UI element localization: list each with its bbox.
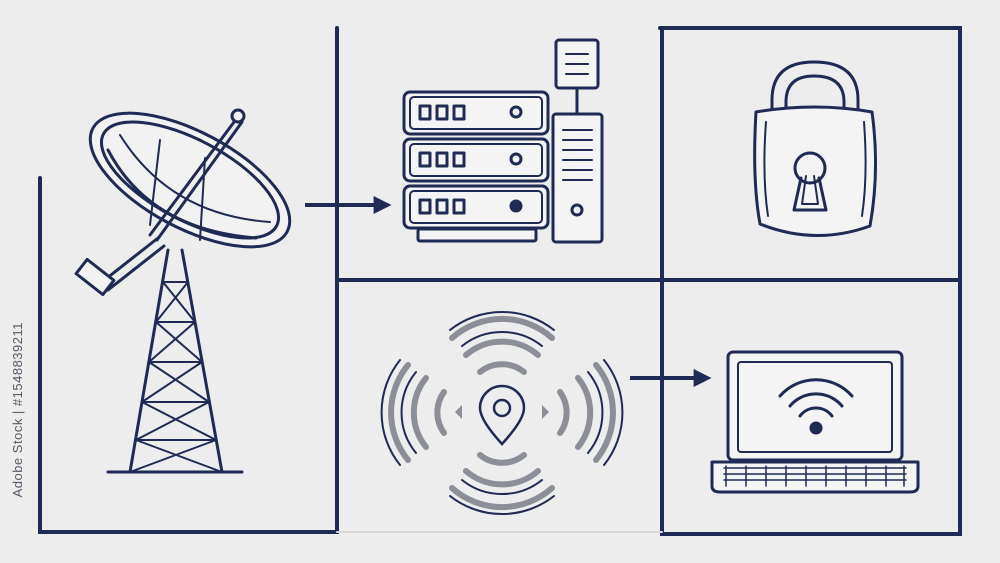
panel-frame — [38, 26, 962, 536]
satellite-dish-tower-icon — [74, 108, 292, 474]
server-rack-icon — [402, 38, 604, 244]
wireless-location-signal-icon — [380, 311, 624, 515]
laptop-wifi-icon — [710, 350, 920, 494]
padlock-icon — [753, 60, 878, 238]
stock-watermark: Adobe Stock | #1548839211 — [10, 322, 25, 498]
